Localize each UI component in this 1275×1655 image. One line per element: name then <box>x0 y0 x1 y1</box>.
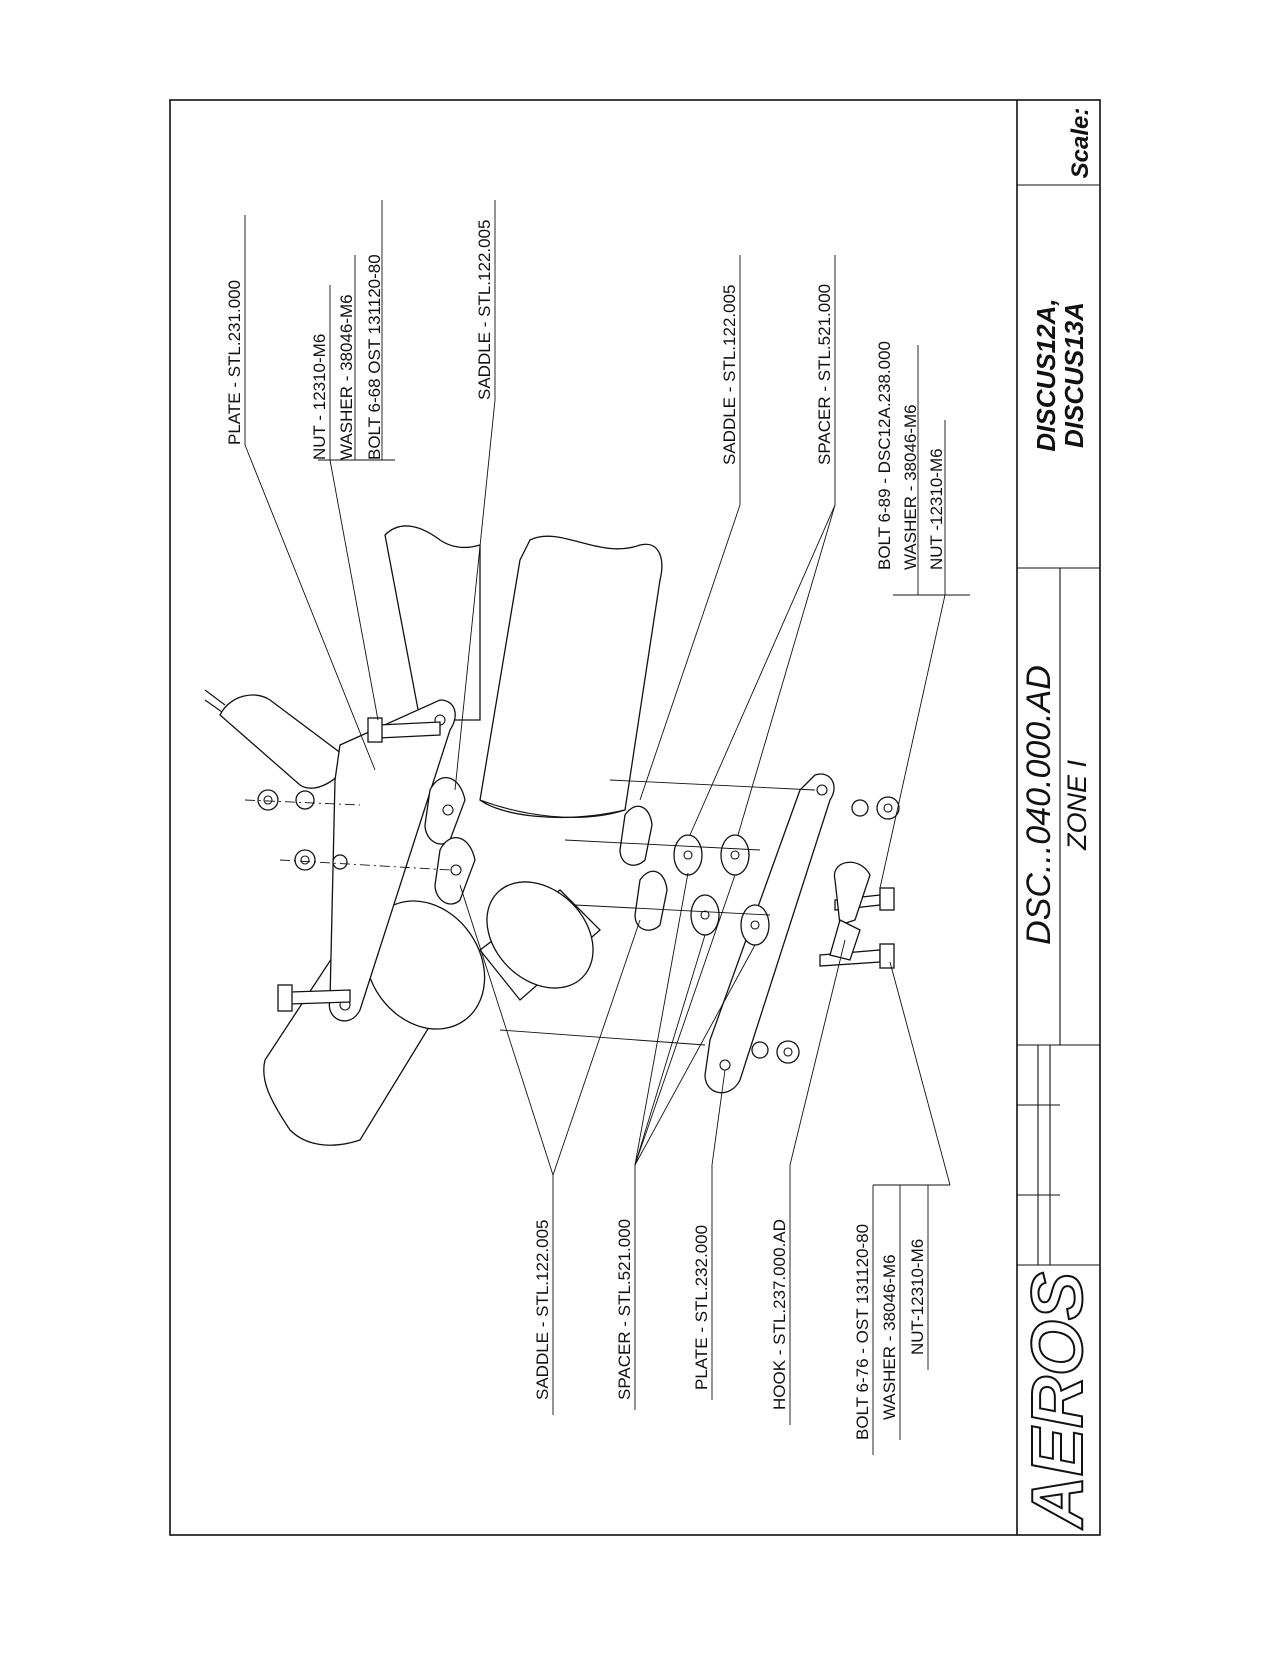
label-hook: HOOK - STL.237.000.AD <box>770 1219 789 1410</box>
label-washer-top: WASHER - 38046-M6 <box>337 294 356 460</box>
tube-upper-right <box>479 535 663 819</box>
label-plate-232: PLATE - STL.232.000 <box>692 1225 711 1390</box>
drawing-border <box>169 99 1101 1536</box>
center-lines <box>244 779 816 1046</box>
label-washer-top-right: WASHER - 38046-M6 <box>901 404 920 570</box>
tube-upper-left <box>384 525 481 721</box>
label-bolt-6-76: BOLT 6-76 - OST 131120-80 <box>853 1224 872 1440</box>
leaders-top <box>244 200 970 889</box>
nuts-washers <box>257 789 900 1064</box>
model-line-2: DISCUS13A <box>1059 302 1089 448</box>
label-saddle-bottom: SADDLE - STL.122.005 <box>533 1220 552 1400</box>
label-plate-231: PLATE - STL.231.000 <box>225 280 244 445</box>
label-saddle-top-left: SADDLE - STL.122.005 <box>475 220 494 400</box>
label-bolt-6-68: BOLT 6-68 OST 131120-80 <box>365 254 384 460</box>
drawing-number: DSC...040.000.AD <box>1020 665 1058 945</box>
label-nut-top-right: NUT -12310-M6 <box>927 448 946 570</box>
label-spacer-top: SPACER - STL.521.000 <box>815 284 834 465</box>
label-bolt-6-89: BOLT 6-89 - DSC12A.238.000 <box>875 341 894 570</box>
tube-end-circles <box>364 881 594 1030</box>
saddles-left <box>424 777 476 905</box>
plate-232 <box>704 773 835 1094</box>
model-line-1: DISCUS12A, <box>1031 298 1061 451</box>
hook-237 <box>829 861 871 961</box>
label-nut-bottom: NUT-12310-M6 <box>908 1239 927 1355</box>
saddles-right <box>619 805 668 931</box>
cable-tube <box>204 689 351 789</box>
label-saddle-top-right: SADDLE - STL.122.005 <box>720 285 739 465</box>
aeros-logo: AEROS <box>1018 1272 1098 1530</box>
leaders-bottom <box>459 872 951 1455</box>
label-spacer-bottom: SPACER - STL.521.000 <box>615 1219 634 1400</box>
label-nut-top: NUT - 12310-M6 <box>310 334 329 460</box>
label-washer-bottom: WASHER - 38046-M6 <box>880 1254 899 1420</box>
scale-label: Scale: <box>1067 108 1094 179</box>
plate-231 <box>328 699 456 1022</box>
zone-label: ZONE I <box>1062 760 1092 852</box>
spacers <box>673 834 770 946</box>
